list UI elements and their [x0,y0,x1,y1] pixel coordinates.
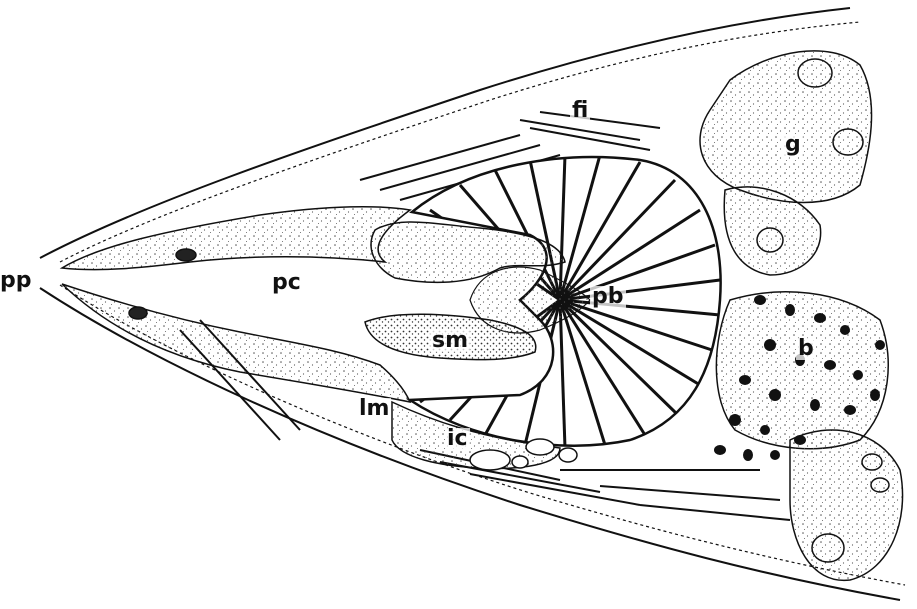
label-pc: pc [270,272,303,294]
label-g: g [783,134,803,156]
label-fi: fi [570,100,590,122]
upper-lip-tissue [62,207,410,270]
label-ic: ic [445,428,470,450]
label-pp: pp [0,270,32,292]
nucleus-lower-lip [129,307,147,319]
b-mass [716,292,888,449]
label-pb: pb [590,286,626,308]
nucleus-upper-lip [176,249,196,261]
label-b: b [796,338,816,360]
label-lm: lm [357,398,391,420]
lower-lip-tissue [62,284,410,402]
pharyngeal-bulb [410,155,721,448]
posterior-mass [790,430,903,580]
g-mass-upper [700,51,872,203]
label-sm: sm [430,330,470,352]
